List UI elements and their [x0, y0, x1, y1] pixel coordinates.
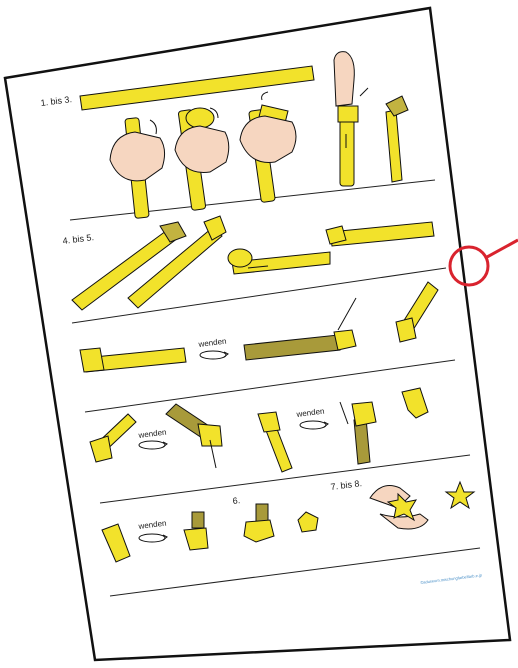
step-label-6: 6. [232, 495, 241, 506]
paper-sheet [5, 8, 510, 660]
